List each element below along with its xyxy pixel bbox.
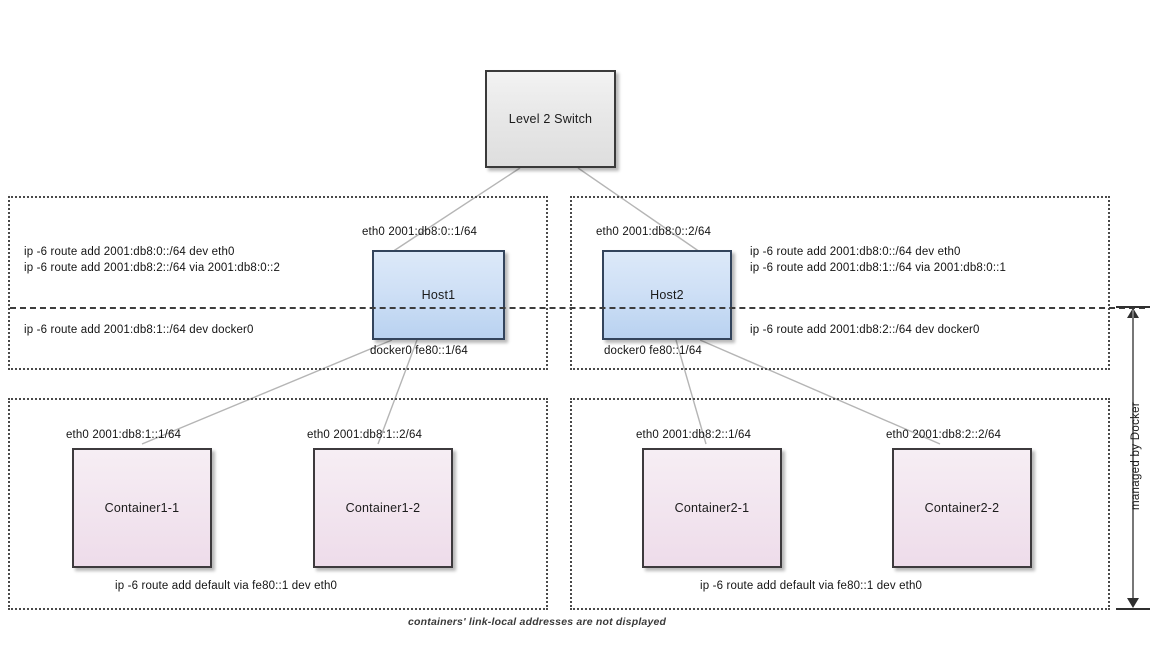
host2-route-below-1: ip -6 route add 2001:db8:2::/64 dev dock… <box>750 324 980 336</box>
container2-2-eth0-label: eth0 2001:db8:2::2/64 <box>886 429 1002 441</box>
host1-label: Host1 <box>421 288 456 302</box>
container-group-2-zone <box>570 398 1110 610</box>
container2-1-eth0-label: eth0 2001:db8:2::1/64 <box>636 429 752 441</box>
host1-route-above-1: ip -6 route add 2001:db8:0::/64 dev eth0 <box>24 246 235 258</box>
arrow-head-down <box>1127 598 1139 608</box>
node-container2-1[interactable]: Container2-1 <box>642 448 782 568</box>
host2-eth0-label: eth0 2001:db8:0::2/64 <box>596 226 712 238</box>
host1-zone <box>8 196 548 370</box>
host2-route-above-2: ip -6 route add 2001:db8:1::/64 via 2001… <box>750 262 1007 274</box>
node-container1-2[interactable]: Container1-2 <box>313 448 453 568</box>
host1-route-above-2: ip -6 route add 2001:db8:2::/64 via 2001… <box>24 262 281 274</box>
container1-1-eth0-label: eth0 2001:db8:1::1/64 <box>66 429 182 441</box>
host1-route-below-1: ip -6 route add 2001:db8:1::/64 dev dock… <box>24 324 254 336</box>
managed-by-docker-label: managed by Docker <box>1130 401 1142 511</box>
node-container2-2[interactable]: Container2-2 <box>892 448 1032 568</box>
host2-label: Host2 <box>650 288 684 302</box>
managed-by-docker-arrow <box>1116 306 1150 610</box>
switch-label: Level 2 Switch <box>508 112 593 126</box>
container2-1-label: Container2-1 <box>674 501 750 515</box>
container1-1-label: Container1-1 <box>104 501 180 515</box>
host-kernel-divider <box>10 307 1145 309</box>
container-group-1-default-route: ip -6 route add default via fe80::1 dev … <box>115 580 338 592</box>
host2-docker0-label: docker0 fe80::1/64 <box>604 345 702 357</box>
container-group-1-zone <box>8 398 548 610</box>
host1-docker0-label: docker0 fe80::1/64 <box>370 345 468 357</box>
container1-2-label: Container1-2 <box>345 501 421 515</box>
host2-route-above-1: ip -6 route add 2001:db8:0::/64 dev eth0 <box>750 246 961 258</box>
node-host1[interactable]: Host1 <box>372 250 505 340</box>
node-container1-1[interactable]: Container1-1 <box>72 448 212 568</box>
host1-eth0-label: eth0 2001:db8:0::1/64 <box>362 226 478 238</box>
node-level2-switch[interactable]: Level 2 Switch <box>485 70 616 168</box>
diagram-caption: containers' link-local addresses are not… <box>408 616 667 628</box>
arrow-cap-bottom <box>1116 608 1150 610</box>
arrow-cap-top <box>1116 306 1150 308</box>
container-group-2-default-route: ip -6 route add default via fe80::1 dev … <box>700 580 923 592</box>
host2-zone <box>570 196 1110 370</box>
container1-2-eth0-label: eth0 2001:db8:1::2/64 <box>307 429 423 441</box>
arrow-shaft <box>1132 310 1134 606</box>
container2-2-label: Container2-2 <box>924 501 1000 515</box>
node-host2[interactable]: Host2 <box>602 250 732 340</box>
